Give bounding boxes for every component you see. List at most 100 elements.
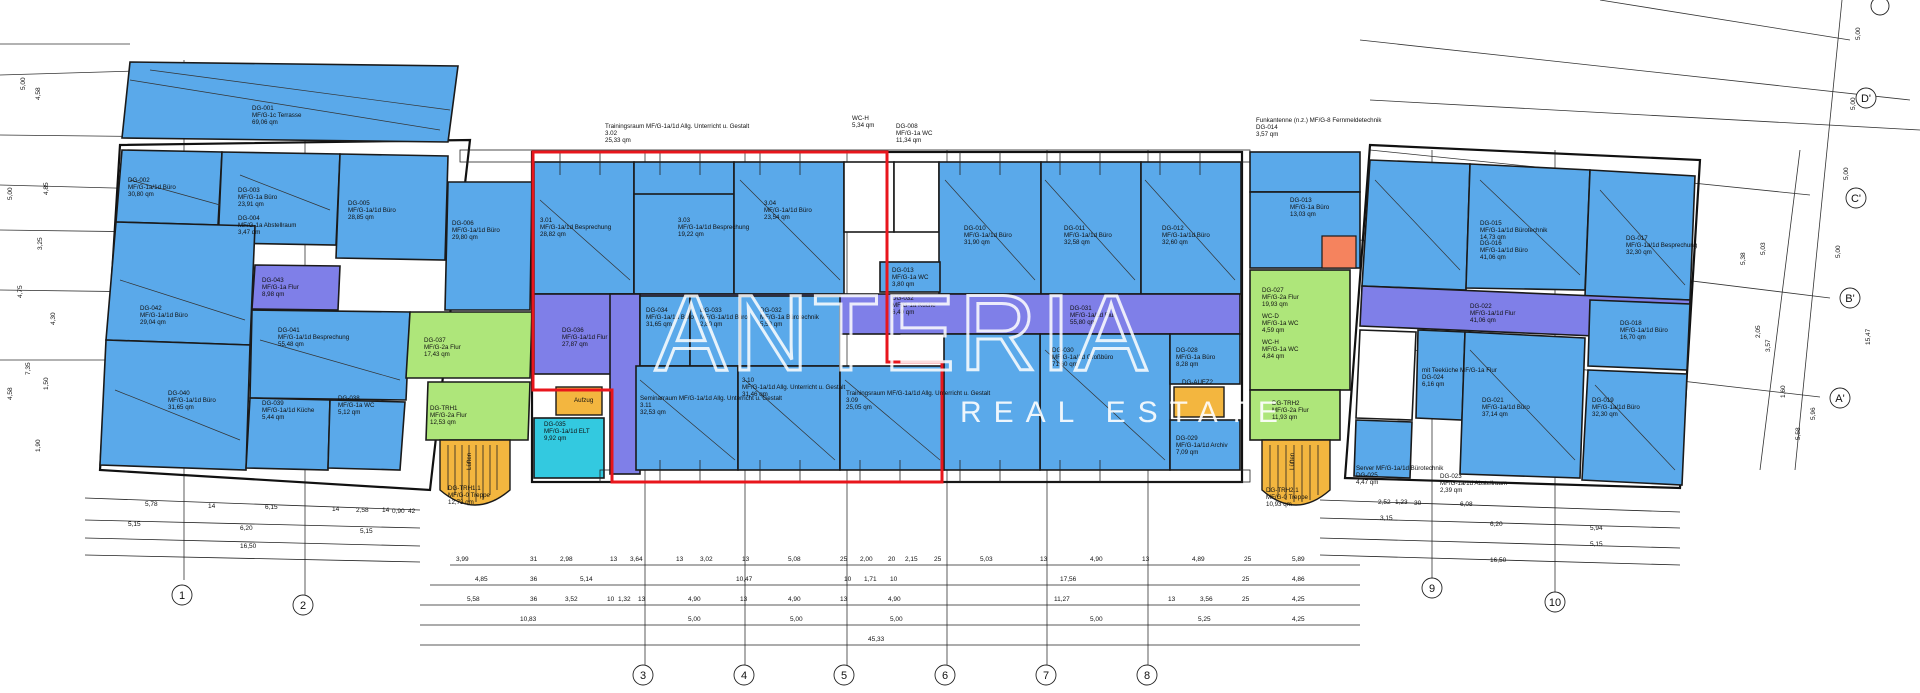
svg-text:4,85: 4,85 (43, 182, 50, 195)
svg-text:3,52: 3,52 (565, 596, 578, 603)
svg-text:5,78: 5,78 (145, 501, 158, 508)
svg-text:25: 25 (1242, 576, 1250, 583)
room-DG-011 (1040, 161, 1142, 295)
svg-text:30: 30 (1414, 500, 1422, 507)
svg-text:5,00: 5,00 (1090, 616, 1103, 623)
svg-text:3,57: 3,57 (1765, 339, 1772, 352)
svg-text:5,00: 5,00 (1855, 27, 1862, 40)
room-DG-039 (245, 397, 331, 471)
right-core (1249, 151, 1361, 506)
axis-D: D' (1855, 87, 1877, 109)
axis-8: 8 (1136, 664, 1158, 686)
svg-text:5,00: 5,00 (890, 616, 903, 623)
room-DG-TRH1.1 (439, 439, 511, 506)
svg-text:13: 13 (1040, 556, 1048, 563)
svg-text:15,47: 15,47 (1865, 328, 1872, 345)
svg-text:1,71: 1,71 (864, 576, 877, 583)
svg-text:3,15: 3,15 (1380, 515, 1393, 522)
room-3.10 (737, 365, 841, 471)
svg-text:4,86: 4,86 (1292, 576, 1305, 583)
center-block (459, 149, 1251, 484)
svg-text:25: 25 (1242, 596, 1250, 603)
axis-1: 1 (171, 584, 193, 606)
svg-text:25: 25 (934, 556, 942, 563)
svg-text:14: 14 (332, 506, 340, 513)
svg-text:10: 10 (890, 576, 898, 583)
svg-text:3,64: 3,64 (630, 556, 643, 563)
svg-text:4,90: 4,90 (788, 596, 801, 603)
room-label: DG-AUFZ2 (1182, 379, 1213, 386)
svg-text:4,90: 4,90 (888, 596, 901, 603)
svg-text:2,15: 2,15 (905, 556, 918, 563)
room-DG-TRH1 (425, 381, 531, 441)
svg-text:1,32: 1,32 (618, 596, 631, 603)
room-DG-008 (893, 161, 940, 233)
svg-text:4,58: 4,58 (7, 387, 14, 400)
watermark-tagline: REAL ESTATE (960, 396, 1290, 429)
room-DG-028 (1169, 333, 1241, 385)
svg-text:10,83: 10,83 (520, 616, 537, 623)
svg-text:6,15: 6,15 (265, 504, 278, 511)
dimension-lines (84, 497, 1681, 646)
svg-text:5,00: 5,00 (1843, 167, 1850, 180)
svg-text:5,89: 5,89 (1292, 556, 1305, 563)
axis-3: 3 (632, 664, 654, 686)
svg-text:D': D' (1861, 93, 1871, 105)
svg-text:5,15: 5,15 (128, 521, 141, 528)
right-wing (1343, 143, 1702, 490)
svg-text:4,90: 4,90 (688, 596, 701, 603)
svg-text:10: 10 (607, 596, 615, 603)
svg-text:7,35: 7,35 (25, 362, 32, 375)
room-DG-040 (99, 339, 251, 471)
room-DG-018 (1587, 299, 1691, 371)
svg-text:5,00: 5,00 (790, 616, 803, 623)
svg-text:3,99: 3,99 (456, 556, 469, 563)
dimension-text: 5,78 14 6,15 14 2,58 14 0,90 42 5,15 6,2… (7, 27, 1872, 643)
room-DG-037 (405, 311, 533, 379)
svg-text:4,25: 4,25 (1292, 616, 1305, 623)
svg-text:5,14: 5,14 (580, 576, 593, 583)
svg-text:4,75: 4,75 (17, 285, 24, 298)
svg-text:3: 3 (640, 670, 646, 682)
stair-vent-label: Lüften (1289, 452, 1296, 470)
svg-text:13: 13 (676, 556, 684, 563)
axis-6: 6 (934, 664, 956, 686)
svg-text:A': A' (1835, 393, 1844, 405)
svg-text:13: 13 (610, 556, 618, 563)
room-DG-030 (1039, 333, 1171, 471)
svg-text:C': C' (1851, 193, 1861, 205)
svg-text:5,94: 5,94 (1590, 525, 1603, 532)
axis-C: C' (1845, 187, 1867, 209)
room-label: Trainingsraum MF/G-1a/1d Allg. Unterrich… (846, 390, 990, 411)
svg-text:13: 13 (740, 596, 748, 603)
svg-text:3,25: 3,25 (37, 237, 44, 250)
svg-text:1: 1 (179, 590, 185, 602)
svg-text:13: 13 (742, 556, 750, 563)
svg-text:7: 7 (1043, 670, 1049, 682)
svg-text:4,30: 4,30 (50, 312, 57, 325)
svg-text:13: 13 (1142, 556, 1150, 563)
